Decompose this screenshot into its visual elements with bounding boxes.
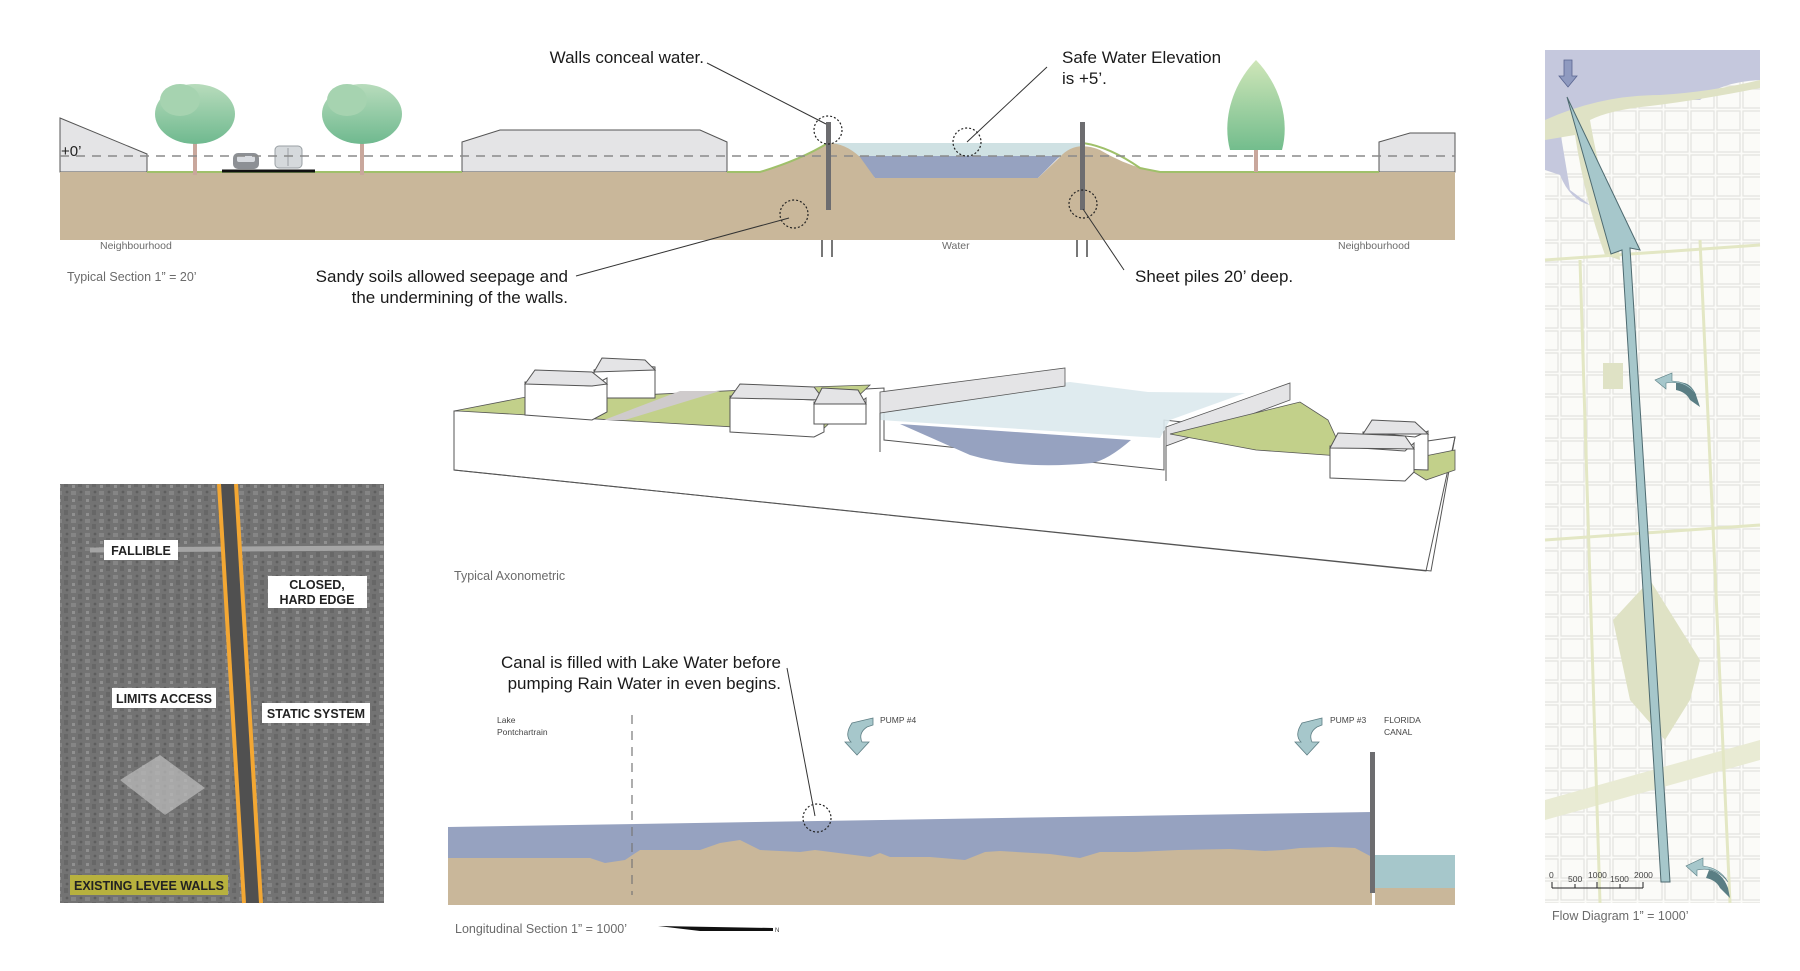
safe-water-zone: [828, 143, 1083, 158]
lake-inflow-arrow-icon: [1558, 59, 1578, 88]
callout-safe-elevation-2: is +5’.: [1062, 69, 1107, 88]
canal-bed: [448, 840, 1372, 905]
label-pontchartrain: Pontchartrain: [497, 727, 548, 737]
label-pump-4: PUMP #4: [880, 715, 916, 725]
florida-canal-water: [1375, 855, 1455, 888]
label-canal: CANAL: [1384, 727, 1413, 737]
callout-marker: [779, 199, 809, 229]
building-right: [1378, 132, 1456, 173]
house-icon: [524, 369, 609, 421]
pile-marker-right: [1076, 240, 1088, 257]
callout-marker: [802, 803, 832, 833]
canal-water: [855, 156, 1060, 178]
north-label: N: [775, 928, 779, 934]
callout-marker: [952, 127, 982, 157]
levee-wall-east: [234, 483, 263, 904]
florida-canal-soil: [1375, 888, 1455, 905]
flow-diagram: 0 500 1000 1500 2000 Flow Diagram 1” = 1…: [1544, 50, 1761, 923]
label-water: Water: [942, 240, 970, 252]
axonometric-wall-left: [879, 367, 1066, 414]
wall-right: [1080, 122, 1085, 210]
typical-axonometric: Typical Axonometric: [453, 357, 1456, 583]
callout-safe-elevation-1: Safe Water Elevation: [1062, 48, 1221, 67]
scale-tick-2000: 2000: [1634, 870, 1653, 880]
car-icon: [233, 153, 259, 169]
callout-sheet-piles: Sheet piles 20’ deep.: [1135, 267, 1293, 286]
pile-marker-left: [821, 240, 833, 257]
label-lake: Lake: [497, 715, 516, 725]
callout-sandy-soils-1: Sandy soils allowed seepage and: [316, 267, 568, 286]
lake-area: [1545, 50, 1760, 205]
wall-left: [826, 122, 831, 210]
label-pump-3: PUMP #3: [1330, 715, 1366, 725]
leader-line: [786, 667, 816, 817]
datum-label: +0’: [61, 143, 81, 160]
pump-arrow-icon: [844, 717, 874, 756]
house-icon: [813, 387, 867, 425]
label-limits-access: LIMITS ACCESS: [116, 692, 212, 706]
pump-arrow-icon: [1294, 717, 1323, 756]
typical-section: +0’ Walls conceal water. Safe Water Elev…: [59, 48, 1456, 307]
levee-wall-west: [217, 483, 246, 904]
label-fallible: FALLIBLE: [111, 544, 171, 558]
floodwall: [1370, 752, 1375, 893]
callout-walls-conceal: Walls conceal water.: [550, 48, 704, 67]
callout-marker: [813, 115, 843, 145]
callout-marker: [1068, 189, 1098, 219]
callout-sandy-soils-2: the undermining of the walls.: [352, 288, 568, 307]
label-closed: CLOSED,: [289, 578, 345, 592]
leader-line: [1082, 208, 1125, 271]
aerial-photo: FALLIBLE CLOSED, HARD EDGE LIMITS ACCESS…: [60, 483, 385, 904]
flow-diagram-caption: Flow Diagram 1” = 1000’: [1552, 909, 1689, 923]
axonometric-water-deep: [900, 424, 1131, 466]
pump-curved-arrow-icon: [1685, 857, 1730, 898]
leader-line: [966, 66, 1048, 143]
label-neighbourhood-right: Neighbourhood: [1338, 240, 1410, 252]
scale-tick-500: 500: [1568, 874, 1582, 884]
tree-icon: [155, 84, 235, 175]
axonometric-caption: Typical Axonometric: [454, 569, 565, 583]
road-surface: [604, 391, 720, 420]
scale-tick-1500: 1500: [1610, 874, 1629, 884]
tree-icon: [322, 84, 402, 175]
typical-section-caption: Typical Section 1” = 20’: [67, 270, 197, 284]
canal-flow-arrow: [1566, 96, 1671, 883]
pump-curved-arrow-icon: [1654, 372, 1700, 407]
longitudinal-section-caption: Longitudinal Section 1” = 1000’: [455, 922, 627, 936]
grass-line: [147, 142, 1379, 173]
van-icon: [274, 145, 303, 169]
soil-ground: [60, 143, 1455, 240]
scale-tick-0: 0: [1549, 870, 1554, 880]
label-hard-edge: HARD EDGE: [279, 593, 354, 607]
house-icon: [1329, 432, 1415, 482]
conifer-tree-icon: [1227, 60, 1285, 172]
scale-tick-1000: 1000: [1588, 870, 1607, 880]
leader-line: [706, 62, 827, 125]
north-arrow-icon: [658, 926, 773, 931]
levee-canal: [218, 484, 262, 903]
label-florida: FLORIDA: [1384, 715, 1421, 725]
house-icon: [593, 357, 657, 399]
leader-line: [575, 217, 790, 277]
building-center: [461, 129, 728, 173]
scale-bar: [1551, 882, 1644, 889]
callout-canal-filled-2: pumping Rain Water in even begins.: [508, 674, 781, 693]
label-static-system: STATIC SYSTEM: [267, 707, 365, 721]
house-icon: [729, 383, 826, 438]
callout-canal-filled-1: Canal is filled with Lake Water before: [501, 653, 781, 672]
longitudinal-section: Canal is filled with Lake Water before p…: [448, 653, 1455, 936]
label-neighbourhood-left: Neighbourhood: [100, 240, 172, 252]
label-existing-levee-walls: EXISTING LEVEE WALLS: [74, 879, 224, 893]
